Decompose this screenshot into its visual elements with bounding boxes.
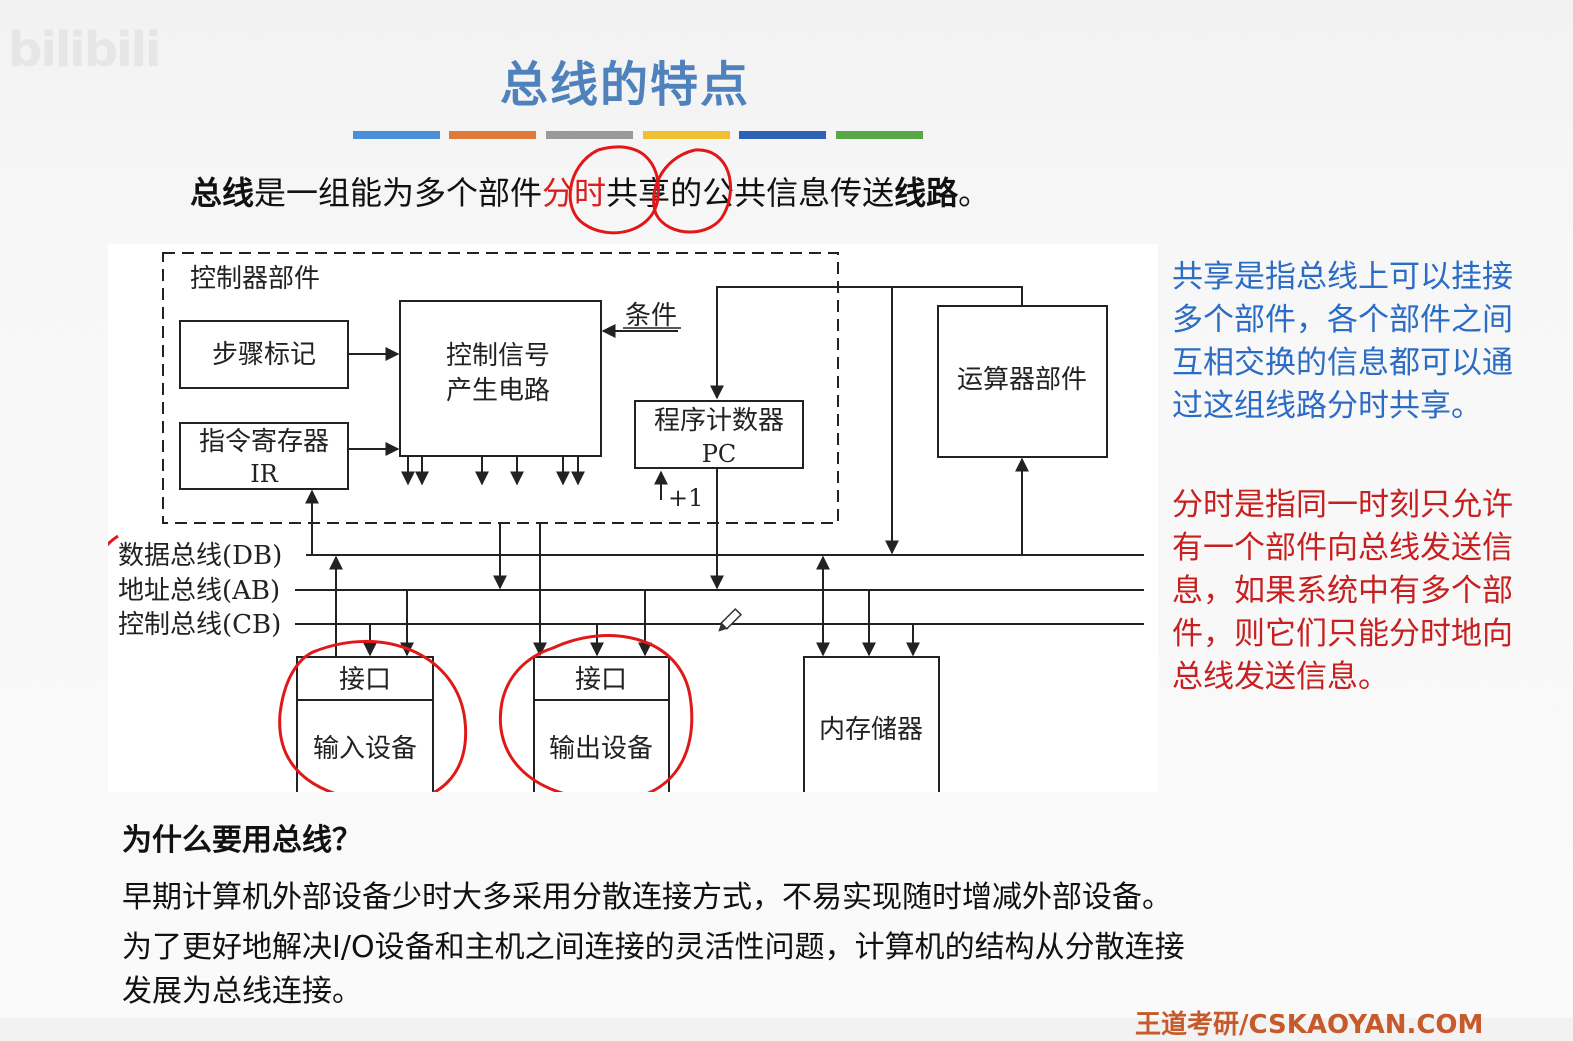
definition-term-bus: 总线 <box>190 174 255 212</box>
title-color-bar-4 <box>643 131 730 139</box>
why-bus-question: 为什么要用总线？ <box>122 823 362 858</box>
ir-abbr: IR <box>250 460 278 488</box>
bus-definition: 总线是一组能为多个部件分时共享的公共信息传送线路。 <box>190 168 990 214</box>
address-bus-label: 地址总线(AB) <box>118 576 280 606</box>
why-bus-line-1: 早期计算机外部设备少时大多采用分散连接方式，不易实现随时增减外部设备。 <box>122 880 1172 915</box>
memory-label: 内存储器 <box>819 715 923 745</box>
definition-period: 。 <box>958 174 991 212</box>
definition-text-2: 的公共信息传送 <box>670 174 895 212</box>
input-device-label: 输入设备 <box>313 734 417 764</box>
annotation-bus-brace <box>85 534 119 651</box>
sharing-explanation: 共享是指总线上可以挂接多个部件，各个部件之间互相交换的信息都可以通过这组线路分时… <box>1172 259 1513 424</box>
input-interface-label: 接口 <box>339 665 391 695</box>
plus-one-label: +1 <box>668 484 703 512</box>
title-color-bar-6 <box>836 131 923 139</box>
annotation-circle-output-device <box>499 634 694 802</box>
title-color-bar-2 <box>449 131 536 139</box>
bilibili-watermark-logo: bilibili <box>8 22 161 78</box>
definition-term-line: 线路 <box>894 174 959 212</box>
controller-label: 控制器部件 <box>190 264 320 294</box>
title-color-bar-3 <box>546 131 633 139</box>
ctrl-gen-line2: 产生电路 <box>446 376 550 406</box>
why-bus-line-2: 为了更好地解决I/O设备和主机之间连接的灵活性问题，计算机的结构从分散连接 <box>122 930 1185 965</box>
step-marker-label: 步骤标记 <box>212 340 316 370</box>
pencil-cursor-icon <box>718 607 743 632</box>
pc-label: 程序计数器 <box>654 406 784 436</box>
output-interface-label: 接口 <box>575 665 627 695</box>
data-bus-label: 数据总线(DB) <box>118 541 282 571</box>
time-sharing-explanation: 分时是指同一时刻只允许有一个部件向总线发送信息，如果系统中有多个部件，则它们只能… <box>1172 487 1513 695</box>
bus-structure-diagram: 控制器部件 步骤标记 指令寄存器 IR 控制信号 产生电路 条件 程序计数器 P… <box>85 244 1158 805</box>
slide-title: 总线的特点 <box>500 57 751 113</box>
ctrl-gen-line1: 控制信号 <box>446 341 550 371</box>
alu-label: 运算器部件 <box>957 365 1087 395</box>
ir-label: 指令寄存器 <box>199 427 329 457</box>
definition-annotation-circles <box>568 145 732 235</box>
pc-box <box>634 400 804 469</box>
ir-box <box>179 422 349 490</box>
definition-text-1: 是一组能为多个部件 <box>254 174 543 212</box>
annotation-circle-fenshi <box>568 145 660 235</box>
alu-top-to-pc-arrow <box>710 286 1023 400</box>
diagram-svg: 控制器部件 步骤标记 指令寄存器 IR 控制信号 产生电路 条件 程序计数器 P… <box>85 252 1144 805</box>
output-device-label: 输出设备 <box>549 734 653 764</box>
pc-abbr: PC <box>702 440 737 468</box>
footer-watermark: 王道考研/CSKAOYAN.COM <box>1135 1010 1484 1040</box>
title-color-bar-1 <box>353 131 440 139</box>
control-bus-label: 控制总线(CB) <box>118 610 281 640</box>
control-signal-box <box>399 300 602 457</box>
definition-highlight-time-sharing: 分时 <box>542 174 607 212</box>
why-bus-line-3: 发展为总线连接。 <box>122 974 362 1009</box>
annotation-circle-gongxiang <box>652 148 732 234</box>
condition-label: 条件 <box>625 301 677 331</box>
title-color-bar-5 <box>739 131 826 139</box>
annotation-circle-input-device <box>278 639 468 805</box>
